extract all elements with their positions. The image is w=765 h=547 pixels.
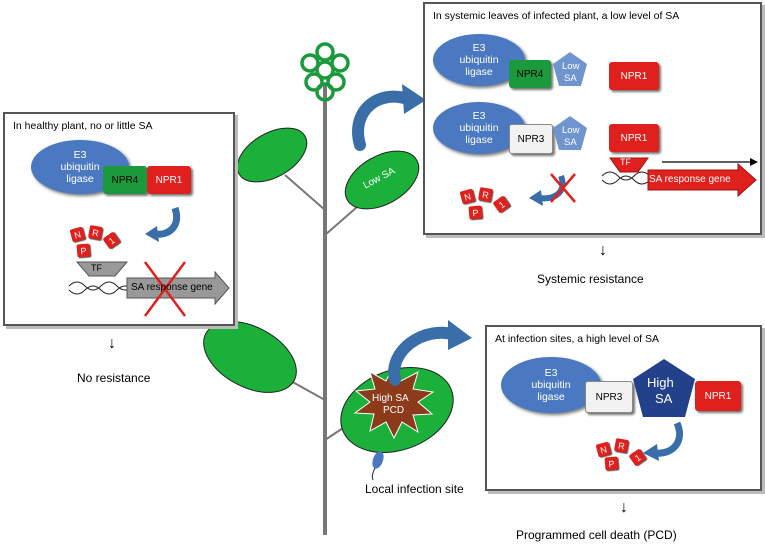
leaf-upper-left — [236, 127, 308, 183]
npr1-tile-n: N — [459, 188, 476, 205]
degradation-arrow-icon — [145, 206, 180, 242]
npr1-tile-n: N — [595, 441, 612, 458]
npr3-box: NPR3 — [585, 381, 633, 413]
low-sa-label-row1-b: SA — [564, 73, 577, 84]
npr1-box-row2: NPR1 — [609, 124, 659, 152]
flower-icon — [300, 42, 350, 102]
panel-healthy-title: In healthy plant, no or little SA — [13, 120, 153, 132]
high-sa-label-b: SA — [655, 391, 673, 406]
panel-systemic-title: In systemic leaves of infected plant, a … — [433, 10, 680, 22]
high-sa-label-a: High — [647, 375, 674, 390]
local-infection-label: Local infection site — [365, 482, 464, 496]
outcome-pcd: Programmed cell death (PCD) — [516, 528, 677, 542]
panel-infection-title: At infection sites, a high level of SA — [495, 333, 660, 345]
npr1-tile-1: 1 — [492, 195, 511, 214]
blocked-degradation-icon — [529, 173, 576, 206]
npr1-tile-n: N — [69, 226, 86, 243]
leaf-lower-left — [203, 321, 297, 393]
pcd-label-line1: High SA — [372, 393, 409, 404]
down-arrow-icon: ↓ — [620, 499, 628, 516]
pcd-label-line2: PCD — [383, 405, 405, 416]
arrow-leaf-to-systemic-icon — [352, 90, 416, 151]
low-sa-label-row2-b: SA — [564, 137, 577, 148]
high-sa-pentagon — [633, 359, 695, 417]
tf-gene-diagram — [68, 261, 230, 317]
leaf-low-sa — [344, 150, 420, 210]
gene-label: SA response gene — [131, 282, 213, 293]
npr1-tile-p: P — [604, 456, 619, 471]
low-sa-label-row2-a: Low — [562, 125, 580, 136]
outcome-systemic-resistance: Systemic resistance — [537, 272, 644, 286]
degradation-arrow-icon — [643, 421, 683, 461]
npr1-box: NPR1 — [695, 381, 741, 411]
npr1-tile-r: R — [613, 437, 630, 454]
npr1-tile-r: R — [477, 186, 494, 203]
panel-systemic: In systemic leaves of infected plant, a … — [423, 2, 762, 235]
low-sa-label-row1-a: Low — [562, 61, 580, 72]
arrow-leaf-to-infection-icon — [388, 326, 461, 386]
tf-label: TF — [91, 263, 102, 273]
down-arrow-icon: ↓ — [599, 242, 607, 259]
tf-label: TF — [620, 157, 631, 167]
npr4-box: NPR4 — [103, 166, 147, 194]
down-arrow-icon: ↓ — [108, 335, 116, 352]
npr4-box: NPR4 — [509, 60, 551, 88]
npr1-tile-p: P — [76, 243, 91, 258]
npr1-box-row1: NPR1 — [609, 62, 659, 90]
npr1-tile-p: P — [468, 205, 483, 220]
npr3-box: NPR3 — [509, 124, 553, 154]
panel-infection: At infection sites, a high level of SA E… — [485, 325, 762, 491]
branch-upper-left — [284, 174, 326, 211]
low-sa-pentagon-row1 — [553, 52, 587, 86]
low-sa-pentagon-row2 — [553, 116, 587, 150]
npr1-tile-1: 1 — [102, 231, 121, 250]
npr1-box: NPR1 — [147, 166, 191, 194]
tf-gene-diagram — [601, 157, 758, 198]
pcd-starburst — [353, 365, 435, 440]
pathogen-icon — [371, 451, 384, 481]
npr1-tile-r: R — [87, 224, 104, 241]
outcome-no-resistance: No resistance — [77, 371, 151, 385]
gene-label: SA response gene — [649, 174, 731, 185]
